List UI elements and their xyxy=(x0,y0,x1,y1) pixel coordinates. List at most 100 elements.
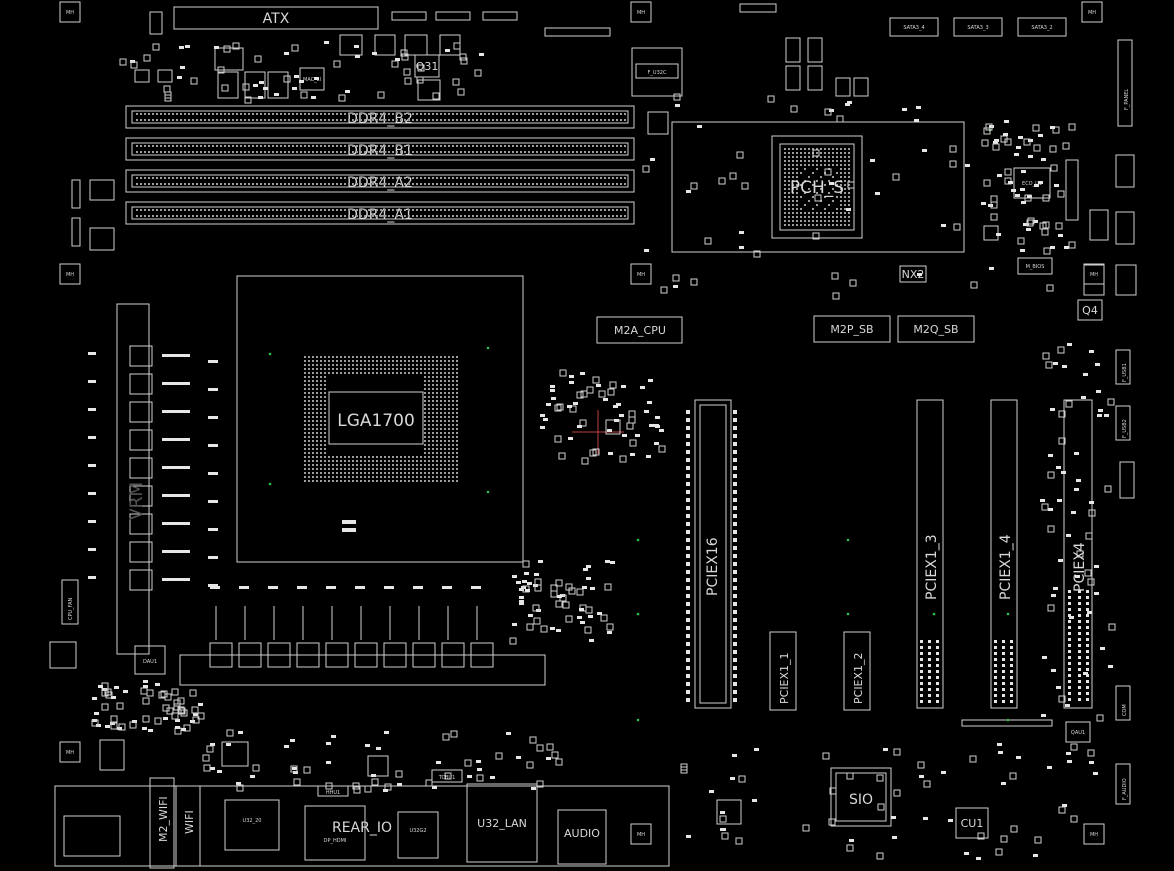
mounting-hole-mc: MH xyxy=(630,263,652,285)
svg-text:AUDIO: AUDIO xyxy=(564,827,600,840)
svg-text:MH: MH xyxy=(637,272,645,278)
dimm-slot-b1[interactable]: DDR4_B1 xyxy=(125,137,635,161)
svg-text:REAR_IO: REAR_IO xyxy=(332,820,392,836)
eco-chip: ECO_U1 xyxy=(1013,167,1051,199)
passive-components xyxy=(91,41,1116,860)
svg-text:MH: MH xyxy=(1088,10,1096,16)
mosfet-q4: Q4 xyxy=(1077,299,1103,321)
svg-text:F_AUDIO: F_AUDIO xyxy=(1122,778,1128,800)
dp-hdmi-port[interactable]: DP_HDMI xyxy=(304,805,366,861)
cu1-chip: CU1 xyxy=(955,807,989,839)
svg-text:LGA1700: LGA1700 xyxy=(337,411,415,431)
svg-text:PCIEX1_3: PCIEX1_3 xyxy=(924,534,940,600)
svg-text:CU1: CU1 xyxy=(961,817,984,830)
pcie-x1-slot-1[interactable]: PCIEX1_1 xyxy=(769,631,797,711)
svg-text:PCIEX16: PCIEX16 xyxy=(705,537,721,596)
qau1-chip: QAU1 xyxy=(1065,721,1091,743)
bios-chip: M_BIOS xyxy=(1017,257,1053,275)
m2-slot-cpu[interactable]: M2A_CPU xyxy=(596,316,683,344)
nx2-chip: NX2 xyxy=(899,265,927,283)
pcie-x1-slot-3[interactable]: PCIEX1_3 xyxy=(916,399,944,709)
front-audio-header[interactable]: F_AUDIO xyxy=(1115,763,1131,805)
atx-label: ATX xyxy=(263,11,290,27)
vias xyxy=(268,128,1010,722)
svg-text:M2P_SB: M2P_SB xyxy=(830,323,873,336)
usb32-g2-port[interactable]: U32G2 xyxy=(397,811,439,859)
svg-text:SATA3_3: SATA3_3 xyxy=(967,25,988,31)
dimm-slot-a2[interactable]: DDR4_A2 xyxy=(125,169,635,193)
mounting-hole-tc: MH xyxy=(630,1,652,23)
svg-text:PCIEX4: PCIEX4 xyxy=(1072,542,1088,592)
usb32-20-port[interactable]: U32_20 xyxy=(224,799,280,851)
pcie-x1-slot-2[interactable]: PCIEX1_2 xyxy=(843,631,871,711)
dimm-slot-b2[interactable]: DDR4_B2 xyxy=(125,105,635,129)
svg-text:TCBU1: TCBU1 xyxy=(438,775,456,781)
sata-connector-2[interactable]: SATA3_3 xyxy=(953,17,1003,37)
mounting-hole-br: MH xyxy=(1083,823,1105,845)
pcie-x4-slot[interactable]: PCIEX4 xyxy=(1063,399,1093,709)
svg-text:MAC_LI: MAC_LI xyxy=(303,77,321,83)
wifi-module: WIFI xyxy=(175,785,201,867)
svg-text:F_USB2: F_USB2 xyxy=(1122,419,1128,438)
com-header[interactable]: COM xyxy=(1115,685,1131,721)
pcie-x1-slot-4[interactable]: PCIEX1_4 xyxy=(990,399,1018,709)
hhu1-chip: HHU1 xyxy=(317,785,349,797)
tcbu1-chip: TCBU1 xyxy=(431,769,463,783)
m2-slot-p[interactable]: M2P_SB xyxy=(813,315,891,343)
mounting-hole-mr: MH xyxy=(1083,263,1105,285)
svg-text:F_U32C: F_U32C xyxy=(648,70,667,76)
sata-connector-3[interactable]: SATA3_2 xyxy=(1017,17,1067,37)
probe-marker xyxy=(572,410,624,454)
svg-text:M2_WIFI: M2_WIFI xyxy=(157,796,170,842)
svg-text:ECO_U1: ECO_U1 xyxy=(1022,181,1042,187)
svg-text:MH: MH xyxy=(637,10,645,16)
audio-jack[interactable]: AUDIO xyxy=(557,809,607,865)
mac-chip: MAC_LI xyxy=(299,67,325,91)
dimm-pin-rows xyxy=(136,113,626,217)
svg-text:VRM: VRM xyxy=(127,482,147,520)
svg-text:MH: MH xyxy=(66,750,74,756)
svg-text:U32_20: U32_20 xyxy=(243,818,262,824)
svg-text:HHU1: HHU1 xyxy=(326,790,340,796)
svg-text:PCIEX1_2: PCIEX1_2 xyxy=(852,652,865,704)
svg-text:M2A_CPU: M2A_CPU xyxy=(614,324,666,337)
svg-text:F_USB1: F_USB1 xyxy=(1122,363,1128,382)
vrm-row xyxy=(179,586,546,686)
cpu-fan-header[interactable]: CPU_FAN xyxy=(61,579,79,625)
mosfet-q31: Q31 xyxy=(414,54,440,78)
svg-text:SATA3_4: SATA3_4 xyxy=(903,25,924,31)
svg-text:NX2: NX2 xyxy=(902,268,925,281)
mounting-hole-bl: MH xyxy=(59,741,81,763)
svg-text:DAU1: DAU1 xyxy=(143,659,157,665)
m2-wifi-slot[interactable]: M2_WIFI xyxy=(149,777,175,869)
front-usb-header-2[interactable]: F_USB2 xyxy=(1115,405,1131,441)
front-usb-header-1[interactable]: F_USB1 xyxy=(1115,349,1131,385)
vrm-column: VRM xyxy=(88,303,218,655)
svg-text:U32_LAN: U32_LAN xyxy=(477,817,527,830)
mounting-hole-bc: MH xyxy=(630,823,652,845)
cpu-socket[interactable]: LGA1700 xyxy=(236,275,524,563)
front-usb-c-header[interactable]: F_U32C xyxy=(631,47,683,97)
svg-text:COM: COM xyxy=(1122,704,1128,716)
svg-text:MH: MH xyxy=(66,10,74,16)
front-panel-header[interactable]: F_PANEL xyxy=(1117,39,1133,127)
m2-slot-q[interactable]: M2Q_SB xyxy=(897,315,975,343)
dimm-slot-a1[interactable]: DDR4_A1 xyxy=(125,201,635,225)
svg-text:U32G2: U32G2 xyxy=(409,828,426,834)
sata-connector-1[interactable]: SATA3_4 xyxy=(889,17,939,37)
svg-text:SIO: SIO xyxy=(849,792,873,808)
svg-text:CPU_FAN: CPU_FAN xyxy=(68,597,74,620)
dau1-chip: DAU1 xyxy=(134,645,166,675)
svg-text:M_BIOS: M_BIOS xyxy=(1026,264,1045,270)
svg-text:Q31: Q31 xyxy=(416,60,439,73)
atx-connector[interactable]: ATX xyxy=(173,6,379,30)
pcie-x16-slot[interactable]: PCIEX16 xyxy=(694,399,732,709)
usb-lan-port[interactable]: U32_LAN xyxy=(466,783,538,863)
svg-text:PCIEX1_4: PCIEX1_4 xyxy=(998,534,1014,600)
svg-text:MH: MH xyxy=(637,832,645,838)
super-io-chip[interactable]: SIO xyxy=(830,767,892,827)
svg-text:MH: MH xyxy=(1090,832,1098,838)
svg-text:SATA3_2: SATA3_2 xyxy=(1031,25,1052,31)
svg-text:MH: MH xyxy=(1090,272,1098,278)
